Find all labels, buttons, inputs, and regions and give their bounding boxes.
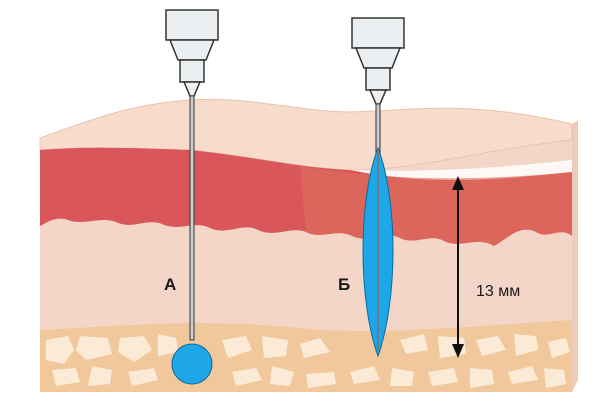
depth-arrow bbox=[452, 176, 464, 358]
injection-bolus-a bbox=[171, 343, 213, 385]
needle-b-label: Б bbox=[338, 275, 350, 294]
depth-label: 13 мм bbox=[476, 283, 520, 300]
fat-cells bbox=[46, 334, 570, 388]
syringe-icon bbox=[165, 9, 219, 341]
needle-a bbox=[189, 95, 195, 341]
skin-block bbox=[39, 98, 578, 392]
skin-block-side bbox=[572, 120, 578, 392]
needle-a-label: А bbox=[164, 275, 176, 294]
